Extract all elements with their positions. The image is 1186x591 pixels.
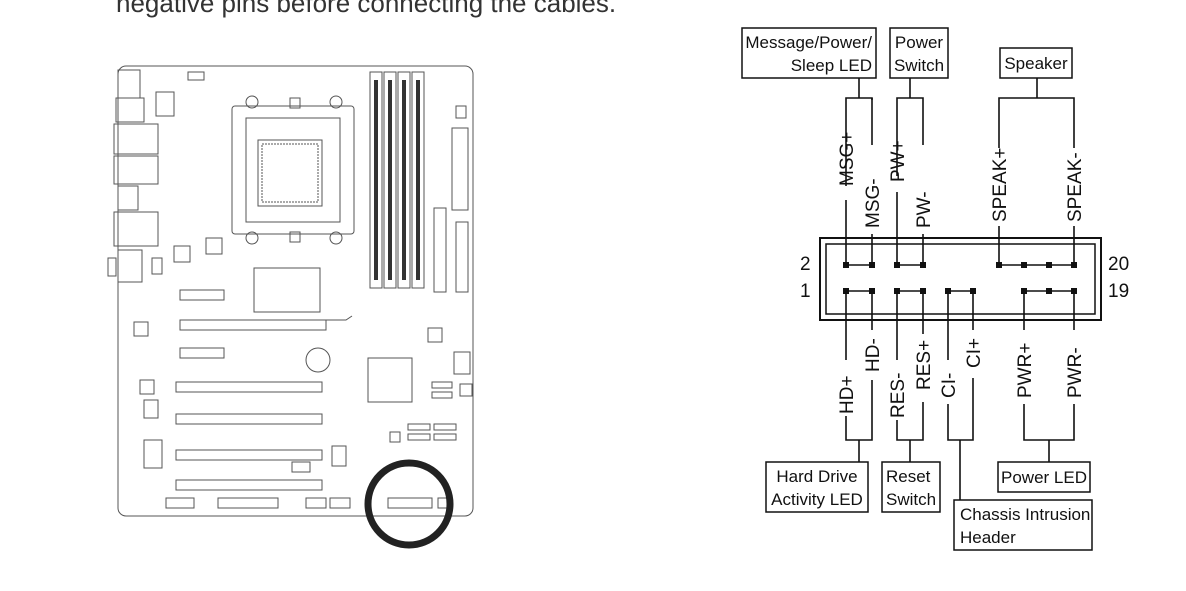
pin-label-speak-minus: SPEAK-	[1065, 152, 1086, 222]
front-panel-header	[819, 237, 1102, 321]
pin-label-pwr-plus: PWR+	[1015, 343, 1036, 398]
pin-label-hd-plus: HD+	[837, 375, 858, 414]
pin-label-msg-minus: MSG-	[863, 178, 884, 228]
power-led-label: Power LED	[1001, 468, 1087, 487]
pin-number-19: 19	[1108, 281, 1129, 302]
pin-label-res-plus: RES+	[914, 340, 935, 390]
power-switch-label-line1: Power	[895, 33, 944, 52]
pin-label-ci-minus: CI-	[939, 373, 960, 398]
motherboard-illustration	[107, 65, 474, 517]
power-led-box	[997, 461, 1091, 493]
msg-power-sleep-led-label-line1: Message/Power/	[745, 33, 872, 52]
power-switch-box	[889, 27, 949, 79]
reset-switch-label-line1: Reset	[886, 467, 931, 486]
pin-label-pwr-minus: PWR-	[1065, 347, 1086, 398]
msg-power-sleep-led-label-line2: Sleep LED	[791, 56, 872, 75]
hard-drive-led-box	[765, 461, 869, 513]
highlight-circle	[364, 459, 454, 549]
pin-label-speak-plus: SPEAK+	[990, 148, 1011, 222]
speaker-label: Speaker	[1004, 54, 1068, 73]
reset-switch-box	[881, 461, 941, 513]
bottom-leads	[845, 291, 1075, 500]
top-leads	[845, 78, 1075, 265]
chassis-intrusion-label-line1: Chassis Intrusion	[960, 505, 1090, 524]
chassis-intrusion-box	[953, 499, 1093, 551]
reset-switch-label-line2: Switch	[886, 490, 936, 509]
pin-label-res-minus: RES-	[888, 373, 909, 418]
hard-drive-led-label-line1: Hard Drive	[776, 467, 857, 486]
pin-number-20: 20	[1108, 254, 1129, 275]
power-switch-label-line2: Switch	[894, 56, 944, 75]
pin-label-pw-minus: PW-	[914, 191, 935, 228]
pin-number-2: 2	[800, 254, 811, 275]
pin-label-pw-plus: PW+	[888, 140, 909, 182]
hard-drive-led-label-line2: Activity LED	[771, 490, 863, 509]
speaker-box	[999, 47, 1073, 79]
chassis-intrusion-label-line2: Header	[960, 528, 1016, 547]
pin-label-msg-plus: MSG+	[837, 132, 858, 186]
pin-label-hd-minus: HD-	[863, 338, 884, 372]
pin-number-1: 1	[800, 281, 811, 302]
msg-power-sleep-led-box	[741, 27, 877, 79]
pin-label-ci-plus: CI+	[964, 338, 985, 368]
instruction-text: negative pins before connecting the cabl…	[116, 0, 617, 18]
